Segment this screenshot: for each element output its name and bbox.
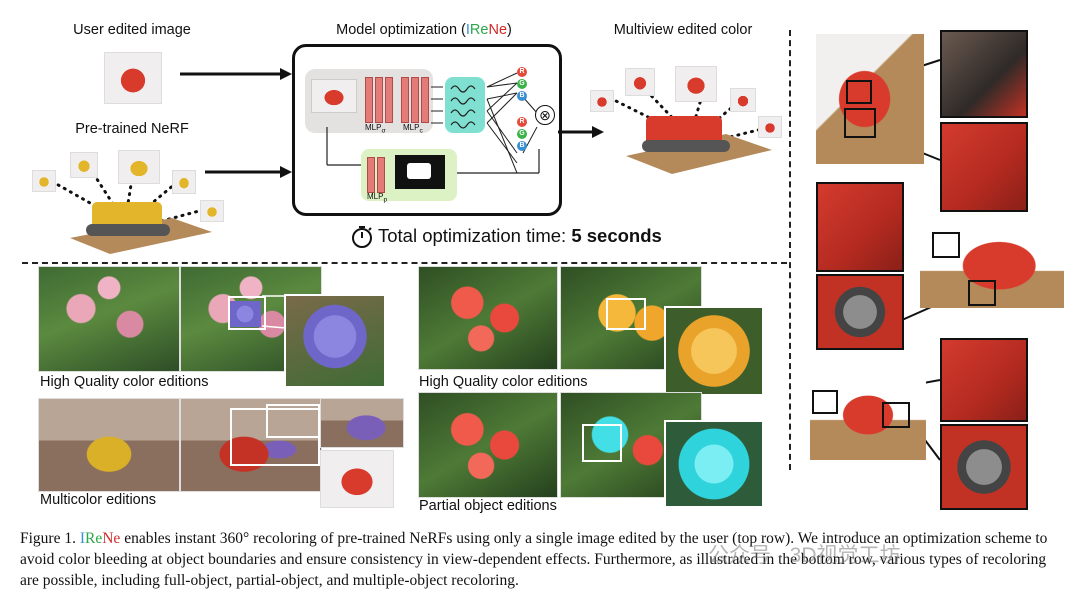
horizontal-separator bbox=[22, 262, 787, 264]
input-view-thumb bbox=[311, 79, 357, 113]
segmentation-mask bbox=[395, 155, 445, 189]
orchid-zoom-inset bbox=[284, 294, 386, 388]
watermark: 公众号 · 3D视觉工坊 bbox=[708, 544, 901, 567]
right-top-box-1 bbox=[846, 80, 872, 104]
orchid-original-photo bbox=[38, 266, 180, 372]
rgb-b-top: B bbox=[517, 91, 527, 101]
caption-irene-i: I bbox=[79, 530, 86, 547]
caption-irene-ne: Ne bbox=[102, 530, 121, 547]
output-view-1 bbox=[590, 90, 614, 112]
camera-view-5 bbox=[200, 200, 224, 222]
lily-cyan-zoom-inset bbox=[664, 420, 764, 508]
rgb-r-bottom: R bbox=[517, 117, 527, 127]
arrow-model-to-output bbox=[558, 126, 604, 138]
right-mid-scene bbox=[920, 214, 1064, 308]
right-bottom-zoom-2 bbox=[940, 424, 1028, 510]
model-optimization-box: MLPσ MLPc R G B ⊗ R G B bbox=[292, 44, 562, 216]
mlp-p-label: MLPp bbox=[367, 192, 388, 204]
caption-prefix: Figure 1. bbox=[20, 530, 80, 547]
output-view-2 bbox=[625, 68, 655, 96]
lily-cyan-zoom-box bbox=[582, 424, 622, 462]
output-view-4 bbox=[730, 88, 756, 112]
vertical-separator bbox=[789, 30, 791, 470]
user-edited-image bbox=[104, 52, 162, 104]
multicolor-label: Multicolor editions bbox=[40, 492, 157, 508]
lily-original-photo bbox=[418, 266, 558, 370]
right-top-zoom-2 bbox=[940, 122, 1028, 212]
mask-object bbox=[407, 163, 431, 179]
mlp-p-layer-1 bbox=[367, 157, 375, 193]
bulldozer-zoom-box-2 bbox=[266, 404, 320, 438]
mlp-sigma-layer-3 bbox=[385, 77, 393, 123]
pretrained-nerf-scene bbox=[44, 160, 212, 254]
mlp-p-layer-2 bbox=[377, 157, 385, 193]
mlp-sigma-layer-1 bbox=[365, 77, 373, 123]
hq-right-label: High Quality color editions bbox=[419, 374, 588, 390]
bulldozer-track bbox=[86, 224, 170, 236]
orchid-zoom-box bbox=[228, 296, 266, 330]
multiview-label: Multiview edited color bbox=[613, 22, 753, 38]
output-view-5 bbox=[758, 116, 782, 138]
irene-ne: Ne bbox=[488, 22, 508, 38]
rgb-g-bottom: G bbox=[517, 129, 527, 139]
right-top-zoom-1 bbox=[940, 30, 1028, 118]
model-title-suffix: ) bbox=[507, 22, 512, 38]
mlp-sigma-layer-2 bbox=[375, 77, 383, 123]
right-mid-zoom-2 bbox=[816, 274, 904, 350]
mlp-sigma-label: MLPσ bbox=[365, 123, 386, 135]
lily-yellow-zoom-inset bbox=[664, 306, 764, 396]
right-bottom-box-2 bbox=[882, 402, 910, 428]
right-mid-box-2 bbox=[968, 280, 996, 306]
arrow-user-to-model bbox=[180, 68, 292, 80]
mask-to-output-line bbox=[457, 149, 540, 174]
lily-yellow-zoom-box bbox=[606, 298, 646, 330]
irene-i: I bbox=[465, 22, 470, 38]
mlp-color-label: MLPc bbox=[403, 123, 423, 135]
caption-text: enables instant 360° recoloring of pre-t… bbox=[20, 530, 1048, 589]
color-basis-panel bbox=[445, 77, 485, 133]
total-time-value: 5 seconds bbox=[571, 225, 662, 246]
arrow-nerf-to-model bbox=[205, 166, 292, 178]
right-mid-box-1 bbox=[932, 232, 960, 258]
red-bulldozer-inset bbox=[320, 450, 394, 508]
camera-view-4 bbox=[172, 170, 196, 194]
multiview-baseplate bbox=[626, 134, 772, 174]
output-view-3 bbox=[675, 66, 717, 102]
orchid-blue-flower bbox=[229, 301, 261, 327]
user-edited-label: User edited image bbox=[73, 22, 191, 38]
mlp-color-layer-1 bbox=[401, 77, 409, 123]
right-mid-zoom-1 bbox=[816, 182, 904, 272]
model-optimization-title: Model optimization (IReNe) bbox=[336, 22, 512, 38]
camera-view-3 bbox=[118, 150, 160, 184]
caption-irene-re: Re bbox=[85, 530, 103, 547]
total-time-prefix: Total optimization time: bbox=[378, 225, 572, 246]
right-top-box-2 bbox=[844, 108, 876, 138]
mlp-color-layer-2 bbox=[411, 77, 419, 123]
lily-original-photo-2 bbox=[418, 392, 558, 498]
total-time-label: Total optimization time: 5 seconds bbox=[378, 225, 662, 247]
rgb-g-top: G bbox=[517, 79, 527, 89]
right-bottom-box-1 bbox=[812, 390, 838, 414]
irene-re: Re bbox=[469, 22, 489, 38]
camera-view-2 bbox=[70, 152, 98, 178]
right-bottom-zoom-1 bbox=[940, 338, 1028, 422]
purple-object-inset bbox=[320, 398, 404, 448]
figure-caption: Figure 1. IReNe enables instant 360° rec… bbox=[20, 528, 1050, 591]
rgb-b-bottom: B bbox=[517, 141, 527, 151]
rgb-r-top: R bbox=[517, 67, 527, 77]
model-title-prefix: Model optimization ( bbox=[336, 22, 466, 38]
stopwatch-icon bbox=[352, 226, 372, 248]
network-connections bbox=[431, 72, 538, 174]
basis-curves bbox=[450, 85, 476, 129]
orchid-zoom-lines bbox=[261, 295, 287, 329]
bulldozer-original-photo bbox=[38, 398, 180, 492]
hq-left-label: High Quality color editions bbox=[40, 374, 209, 390]
red-bulldozer-track bbox=[642, 140, 730, 152]
pretrained-nerf-label: Pre-trained NeRF bbox=[75, 121, 189, 137]
partial-label: Partial object editions bbox=[419, 498, 557, 514]
right-bottom-scene bbox=[810, 370, 926, 460]
multiply-circle-icon: ⊗ bbox=[535, 105, 555, 125]
camera-view-1 bbox=[32, 170, 56, 192]
mlp-color-layer-3 bbox=[421, 77, 429, 123]
